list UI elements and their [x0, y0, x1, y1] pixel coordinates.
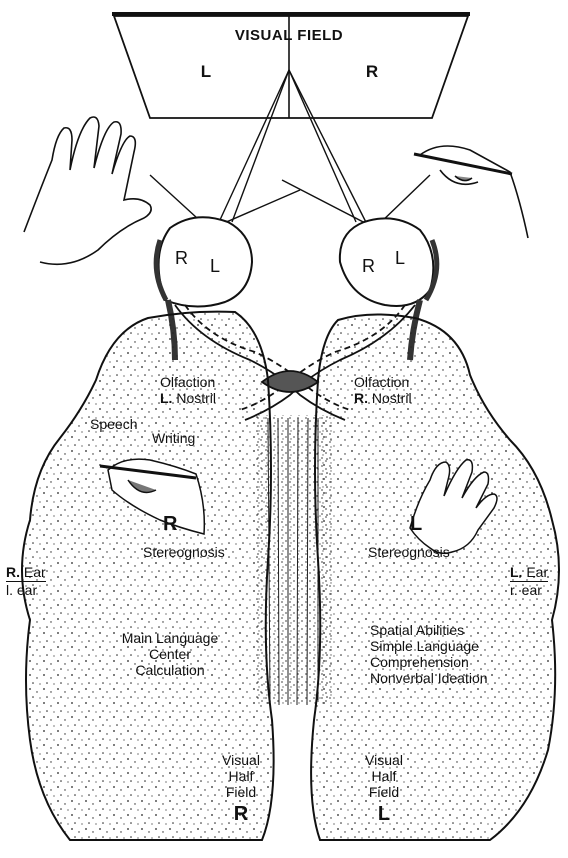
left-field-letter: R	[234, 806, 248, 822]
left-reaching-hand-drawing	[24, 117, 151, 264]
right-ear-label: L. Ear r. ear	[510, 564, 548, 598]
right-eye-l-label: L	[395, 250, 405, 266]
right-ear-rest: Ear	[522, 564, 548, 580]
right-eye-r-label: R	[362, 258, 375, 274]
right-abilities-line-2: Simple Language	[370, 638, 479, 654]
left-ear-label: R. Ear l. ear	[6, 564, 46, 598]
left-language-line-3: Calculation	[135, 662, 204, 678]
left-nostril-bold: L.	[160, 390, 172, 406]
visual-field-right-label: R	[366, 64, 378, 80]
left-ear-rest: Ear	[20, 564, 46, 580]
left-stereognosis-label: Stereognosis	[143, 544, 225, 560]
right-olfaction-label: Olfaction	[354, 374, 409, 390]
right-writing-hand-drawing	[414, 146, 528, 238]
left-olfaction-label: Olfaction	[160, 374, 215, 390]
left-ear-bold: R.	[6, 564, 20, 580]
left-visual-half-field-line-2: Half	[229, 768, 254, 784]
right-hand-letter: L	[410, 516, 422, 532]
right-field-letter: L	[378, 806, 390, 822]
right-abilities-line-1: Spatial Abilities	[370, 622, 464, 638]
right-stereognosis-label: Stereognosis	[368, 544, 450, 560]
right-abilities-line-4: Nonverbal Ideation	[370, 670, 488, 686]
left-visual-half-field-line-1: Visual	[222, 752, 260, 768]
visual-field-title: VISUAL FIELD	[235, 28, 343, 44]
right-nostril-rest: Nostril	[368, 390, 412, 406]
left-visual-half-field-line-3: Field	[226, 784, 256, 800]
left-eye-l-label: L	[210, 258, 220, 274]
left-nostril-rest: Nostril	[172, 390, 216, 406]
right-nostril-bold: R.	[354, 390, 368, 406]
right-ear-denominator: r. ear	[510, 582, 548, 598]
right-visual-half-field-line-3: Field	[369, 784, 399, 800]
left-ear-denominator: l. ear	[6, 582, 46, 598]
right-nostril-label: R. Nostril	[354, 390, 412, 406]
right-ear-bold: L.	[510, 564, 522, 580]
speech-label: Speech	[90, 416, 137, 432]
left-hand-letter: R	[163, 516, 177, 532]
writing-label: Writing	[152, 430, 195, 446]
right-visual-half-field-line-1: Visual	[365, 752, 403, 768]
left-language-line-1: Main Language	[122, 630, 219, 646]
right-abilities-line-3: Comprehension	[370, 654, 469, 670]
left-nostril-label: L. Nostril	[160, 390, 216, 406]
right-visual-half-field-line-2: Half	[372, 768, 397, 784]
visual-field-left-label: L	[201, 64, 211, 80]
left-eye-r-label: R	[175, 250, 188, 266]
left-language-line-2: Center	[149, 646, 191, 662]
